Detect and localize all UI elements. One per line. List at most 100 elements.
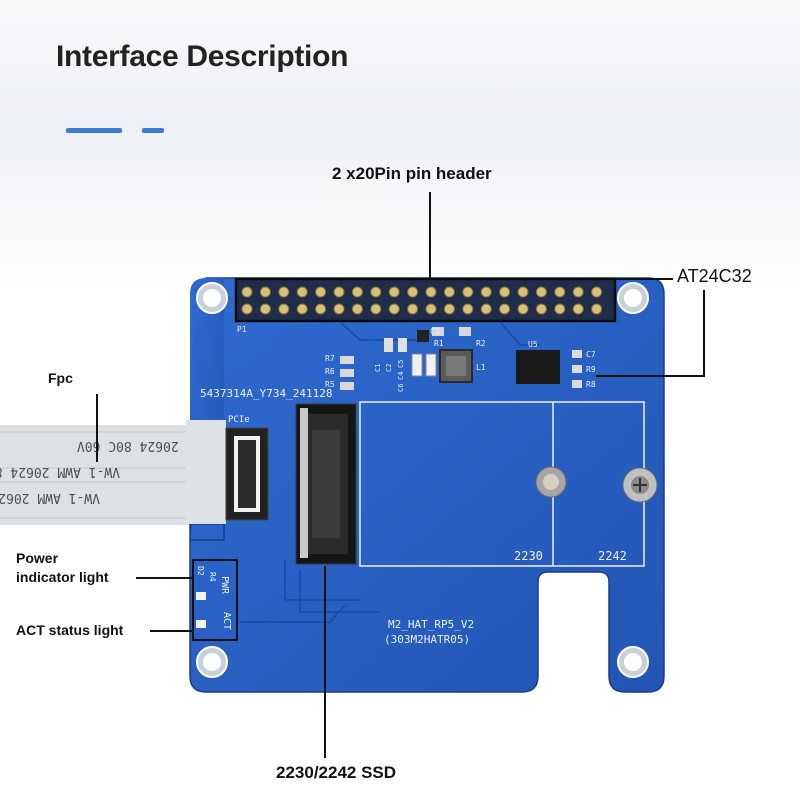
leader-power-light: [136, 577, 194, 579]
silk-pwr: PWR: [219, 576, 230, 595]
header-pin: [351, 303, 363, 315]
silk-r1: R1: [434, 339, 444, 348]
silk-c3: C3: [430, 327, 440, 336]
header-pin: [425, 286, 437, 298]
accent-bar-short: [142, 128, 164, 133]
header-pin: [407, 303, 419, 315]
callout-act-light: ACT status light: [16, 622, 124, 638]
header-pin: [572, 286, 584, 298]
header-pin: [554, 303, 566, 315]
cable-print-row1: AWM 20624 80C 60V: [77, 438, 210, 453]
silk-r9: R9: [586, 365, 596, 374]
leader-eeprom-vertical: [703, 290, 705, 376]
silk-u5: U5: [528, 340, 538, 349]
header-pin: [259, 303, 271, 315]
leader-fpc: [96, 394, 98, 462]
silk-p1: P1: [237, 325, 247, 334]
callout-power-light-line1: Power: [16, 550, 59, 566]
silk-r6: R6: [325, 367, 335, 376]
silk-board-name: M2_HAT_RP5_V2: [388, 618, 474, 631]
silk-c5: C5: [397, 360, 405, 368]
cable-print-row2: VW-1 AWM 20624 80C 60V: [0, 464, 120, 479]
silk-r7: R7: [325, 354, 335, 363]
accent-bar-long: [66, 128, 122, 133]
pcie-fpc-connector: [225, 427, 269, 521]
header-pin: [351, 286, 363, 298]
leader-ssd: [324, 566, 326, 758]
silk-r4: R4: [208, 572, 217, 582]
header-pin: [480, 303, 492, 315]
header-pin: [591, 303, 603, 315]
header-pin: [333, 303, 345, 315]
silk-c6: C6: [397, 384, 405, 392]
silk-act: ACT: [221, 612, 232, 630]
leader-eeprom-horizontal: [596, 375, 705, 377]
header-pin: [407, 286, 419, 298]
silk-2242: 2242: [598, 549, 627, 563]
leader-eeprom-horizontal-top: [615, 278, 673, 280]
silk-r2: R2: [476, 339, 486, 348]
header-pin: [241, 303, 253, 315]
mounting-hole-top-left: [196, 282, 228, 314]
header-pin: [388, 303, 400, 315]
header-pin: [535, 303, 547, 315]
header-pin: [499, 303, 511, 315]
components-top: [340, 327, 582, 390]
silk-r8: R8: [586, 380, 596, 389]
header-pin: [315, 286, 327, 298]
header-pin: [278, 286, 290, 298]
header-pin: [462, 286, 474, 298]
header-pin: [388, 286, 400, 298]
mounting-hole-bottom-right: [617, 646, 649, 678]
silk-2230: 2230: [514, 549, 543, 563]
leader-pin-header: [429, 192, 431, 280]
header-pin: [296, 286, 308, 298]
cable-print-row3: VW-1 AWM 20624 80C: [0, 490, 100, 505]
header-pin: [535, 286, 547, 298]
header-pin: [443, 303, 455, 315]
silk-l1: L1: [476, 363, 486, 372]
callout-power-light-line2: indicator light: [16, 569, 109, 585]
silk-serial: 5437314A_Y734_241128: [200, 387, 332, 400]
header-pin: [443, 286, 455, 298]
callout-eeprom: AT24C32: [677, 266, 752, 286]
header-pin: [462, 303, 474, 315]
silk-board-code: (303M2HATR05): [384, 633, 470, 646]
header-pin: [370, 303, 382, 315]
pin-header: [234, 277, 617, 323]
mounting-hole-top-right: [617, 282, 649, 314]
header-pin: [333, 286, 345, 298]
background-gradient: [0, 0, 800, 290]
silk-c4: C4: [397, 372, 405, 380]
leader-act-light: [150, 630, 194, 632]
silk-c7: C7: [586, 350, 596, 359]
callout-pin-header: 2 x20Pin pin header: [332, 164, 492, 183]
led-area: [192, 559, 238, 641]
m2-slot: [295, 403, 357, 565]
header-pin: [499, 286, 511, 298]
callout-ssd: 2230/2242 SSD: [276, 763, 397, 782]
mounting-hole-bottom-left: [196, 646, 228, 678]
header-pin: [517, 303, 529, 315]
header-pin: [517, 286, 529, 298]
header-pin: [278, 303, 290, 315]
page-title: Interface Description: [56, 40, 349, 73]
silk-r5: R5: [325, 380, 335, 389]
header-pin: [572, 303, 584, 315]
header-pin: [315, 303, 327, 315]
header-pin: [425, 303, 437, 315]
silk-d2: D2: [196, 566, 205, 576]
header-pin: [480, 286, 492, 298]
standoff-2230: [535, 466, 567, 498]
header-pin: [370, 286, 382, 298]
header-pin: [259, 286, 271, 298]
header-pin: [296, 303, 308, 315]
callout-fpc: Fpc: [48, 370, 73, 386]
silk-c1: C1: [374, 364, 382, 372]
silk-pcie: PCIe: [228, 415, 250, 425]
silk-c2: C2: [385, 364, 393, 372]
header-pin: [554, 286, 566, 298]
header-pin: [241, 286, 253, 298]
header-pin: [591, 286, 603, 298]
